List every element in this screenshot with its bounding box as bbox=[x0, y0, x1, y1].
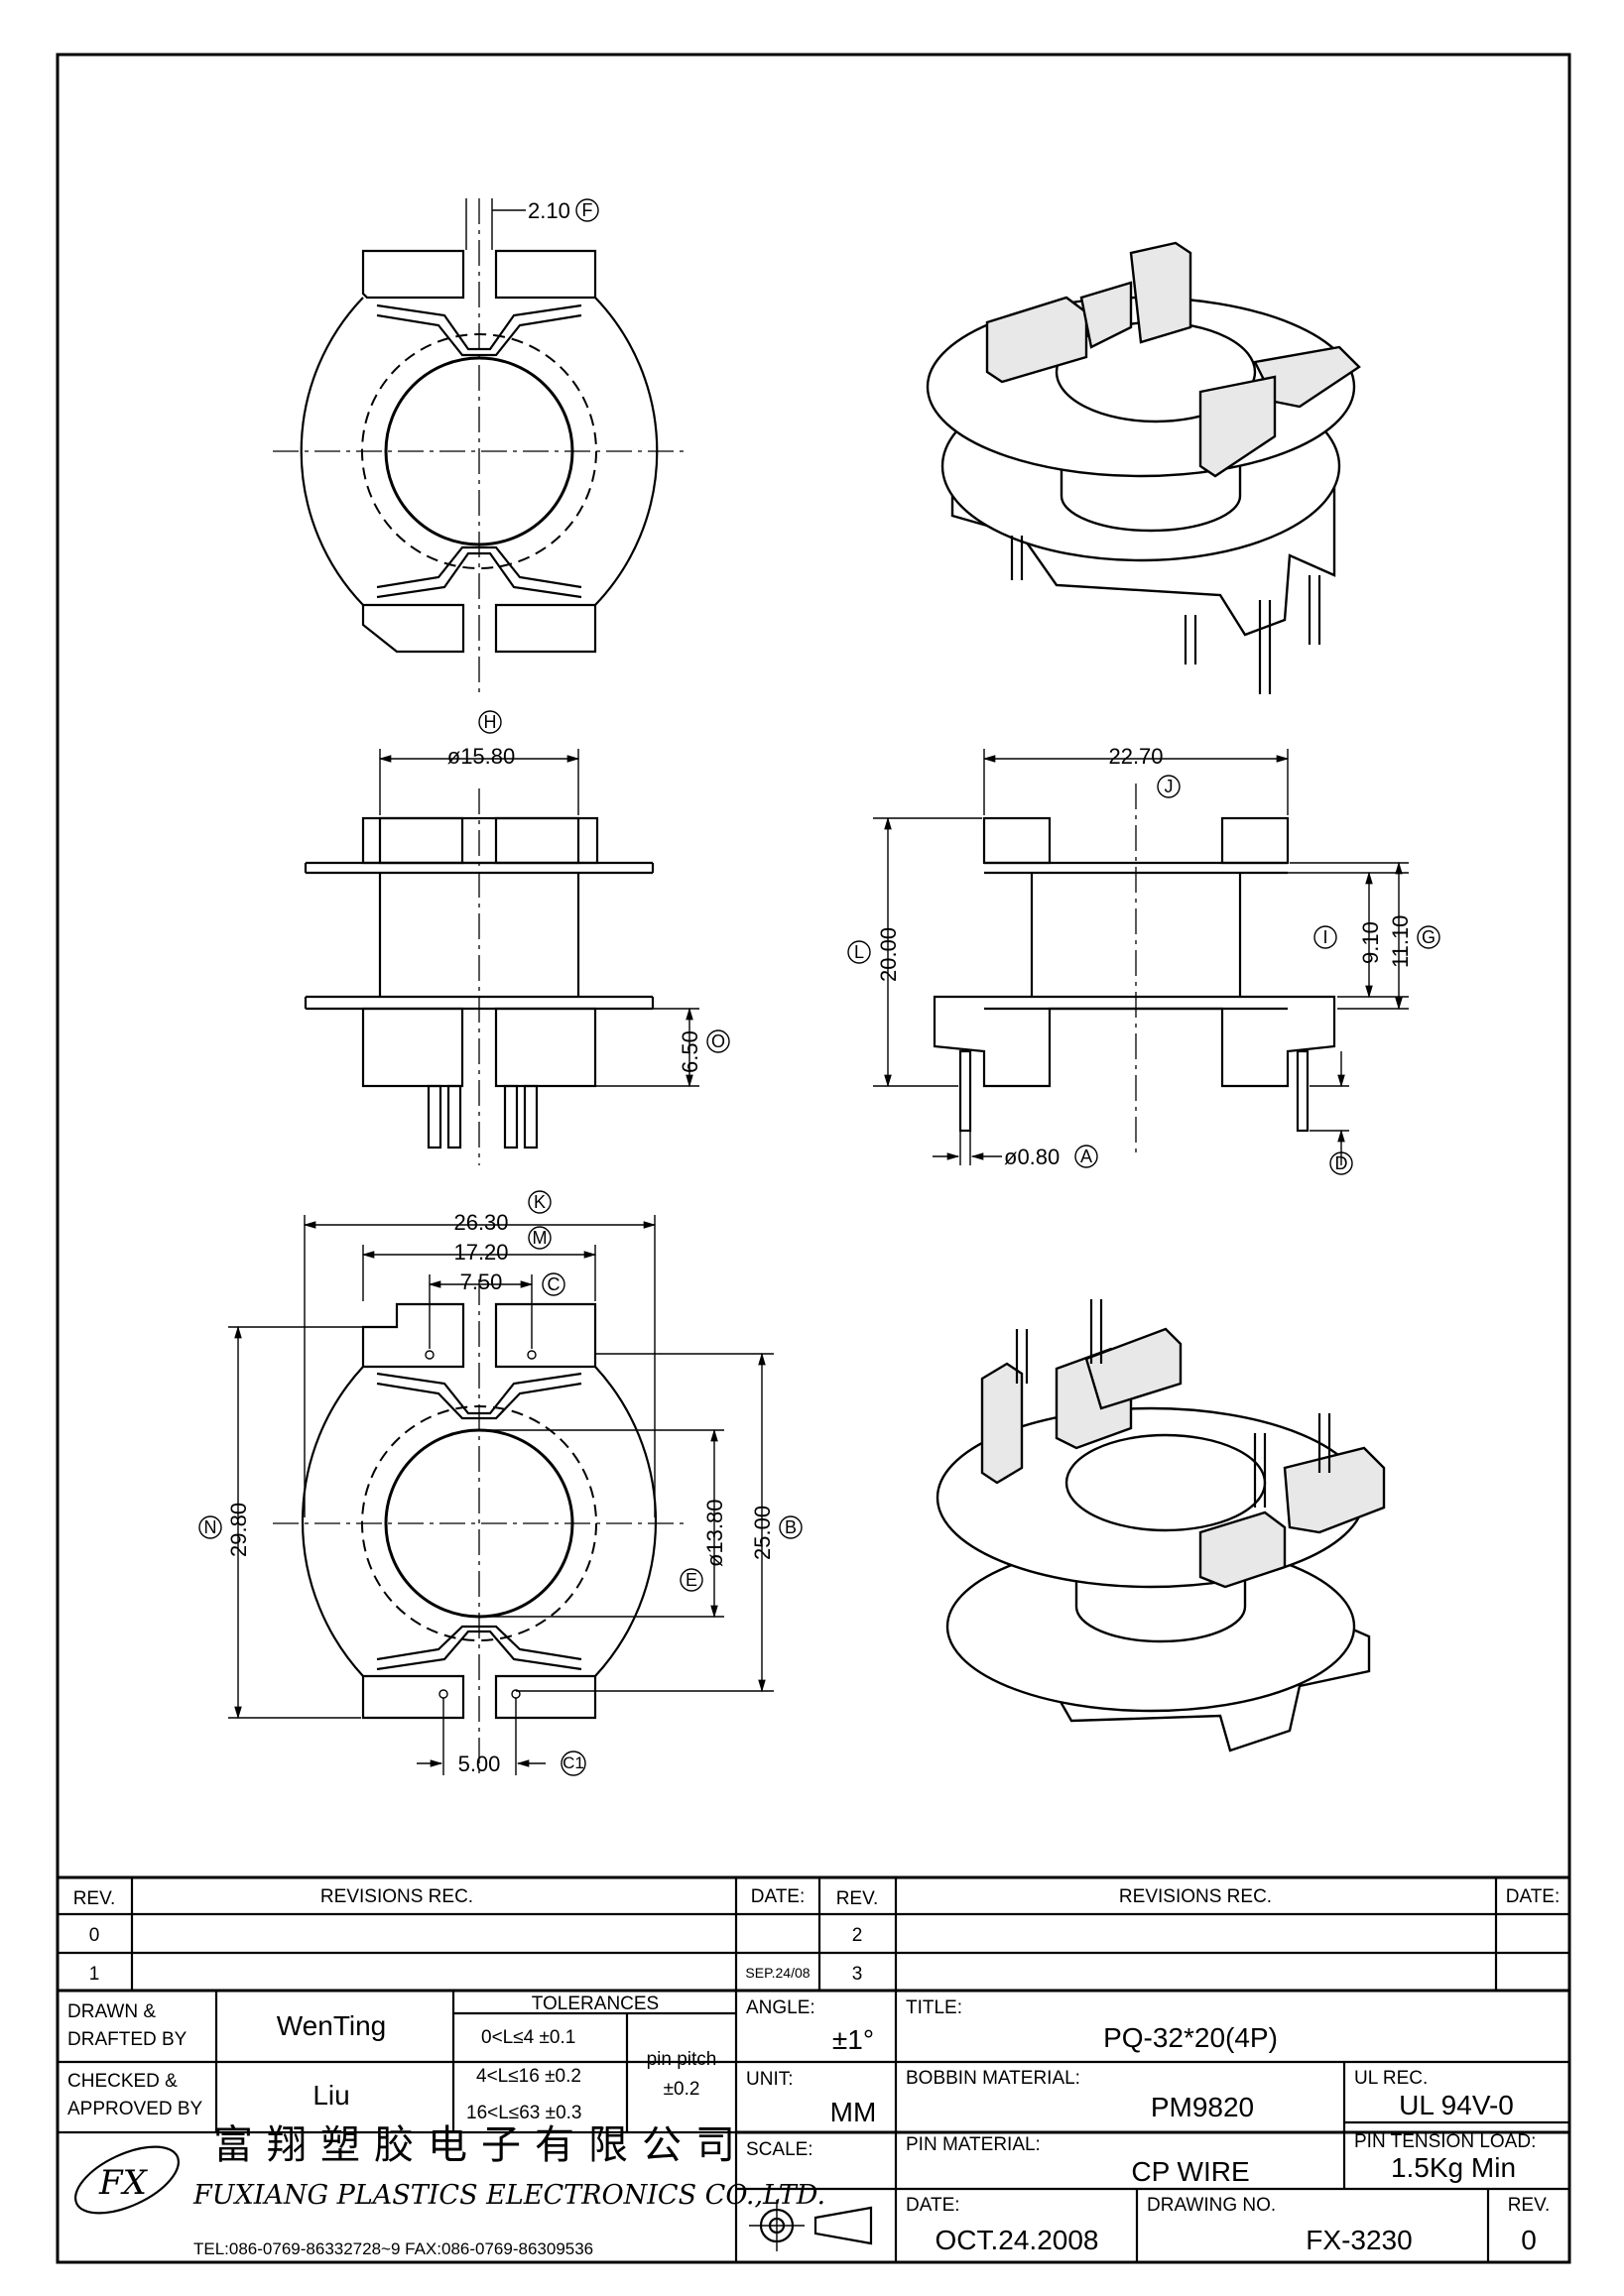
dim-o: 6.50 bbox=[678, 1030, 702, 1073]
pin-tension-label: PIN TENSION LOAD: bbox=[1354, 2131, 1536, 2152]
marker-g: G bbox=[1422, 927, 1436, 947]
tolerance-2: 4<L≤16 ±0.2 bbox=[476, 2066, 581, 2087]
drawn-label-1: DRAWN & bbox=[67, 2001, 156, 2022]
marker-e: E bbox=[686, 1570, 697, 1590]
dim-top-gap: 2.10 bbox=[528, 198, 570, 223]
pin-tension-value: 1.5Kg Min bbox=[1391, 2152, 1516, 2183]
date-header-left: DATE: bbox=[751, 1886, 806, 1907]
dim-l: 20.00 bbox=[876, 927, 901, 982]
rev-row-1: 1 bbox=[89, 1964, 100, 1985]
dim-c: 7.50 bbox=[460, 1269, 503, 1294]
drawing-title: PQ-32*20(4P) bbox=[1103, 2022, 1278, 2053]
revisions-header-right: REVISIONS REC. bbox=[1119, 1886, 1272, 1907]
drawing-no-value: FX-3230 bbox=[1306, 2225, 1412, 2255]
dim-flange-dia: ø15.80 bbox=[447, 744, 516, 769]
top-view: 2.10 F bbox=[273, 198, 687, 694]
marker-b: B bbox=[785, 1517, 797, 1537]
dim-m: 17.20 bbox=[453, 1240, 508, 1265]
rev-label: REV. bbox=[1508, 2195, 1551, 2216]
company-contact: TEL:086-0769-86332728~9 FAX:086-0769-863… bbox=[193, 2239, 593, 2258]
iso-view-top bbox=[926, 241, 1361, 694]
bobbin-material-label: BOBBIN MATERIAL: bbox=[906, 2068, 1080, 2089]
pin-material-value: CP WIRE bbox=[1131, 2156, 1249, 2187]
title-block: REV. REVISIONS REC. DATE: REV. REVISIONS… bbox=[58, 1875, 1569, 2262]
company-logo: FX bbox=[73, 2145, 181, 2215]
rev-row-0: 0 bbox=[89, 1925, 100, 1946]
scale-label: SCALE: bbox=[746, 2139, 813, 2160]
checked-label-1: CHECKED & bbox=[67, 2071, 178, 2092]
marker-f: F bbox=[582, 200, 593, 220]
angle-value: ±1° bbox=[832, 2024, 874, 2055]
marker-m: M bbox=[533, 1228, 548, 1248]
revisions-header-left: REVISIONS REC. bbox=[320, 1886, 473, 1907]
dim-e: ø13.80 bbox=[702, 1500, 727, 1568]
drawn-by-value: WenTing bbox=[277, 2010, 387, 2041]
marker-i: I bbox=[1322, 927, 1327, 947]
marker-n: N bbox=[204, 1517, 217, 1537]
date-header-right: DATE: bbox=[1506, 1886, 1561, 1907]
marker-l: L bbox=[854, 942, 864, 962]
dim-b: 25.00 bbox=[750, 1506, 775, 1560]
marker-d: D bbox=[1335, 1153, 1348, 1173]
dim-c1: 5.00 bbox=[458, 1752, 501, 1776]
dim-k: 26.30 bbox=[453, 1210, 508, 1235]
drawing-no-label: DRAWING NO. bbox=[1147, 2195, 1276, 2216]
rev-value: 0 bbox=[1521, 2225, 1537, 2255]
drawn-label-2: DRAFTED BY bbox=[67, 2029, 187, 2050]
rev-header-left: REV. bbox=[73, 1888, 116, 1909]
rev-row-3: 3 bbox=[852, 1964, 863, 1985]
marker-k: K bbox=[534, 1192, 546, 1212]
iso-view-bottom bbox=[936, 1299, 1386, 1752]
date-label: DATE: bbox=[906, 2195, 960, 2216]
ul-rec-label: UL REC. bbox=[1354, 2068, 1428, 2089]
company-name-cn: 富翔塑胶电子有限公司 bbox=[213, 2122, 749, 2168]
pin-material-label: PIN MATERIAL: bbox=[906, 2134, 1041, 2155]
pin-pitch-value: ±0.2 bbox=[664, 2079, 700, 2100]
bottom-view: 26.30 K 17.20 M 7.50 C 29.80 N ø13.80 E … bbox=[198, 1190, 803, 1776]
unit-value: MM bbox=[830, 2097, 877, 2127]
dim-n: 29.80 bbox=[226, 1503, 251, 1557]
marker-a: A bbox=[1080, 1147, 1092, 1166]
marker-h: H bbox=[484, 712, 497, 732]
side-elevation: 22.70 J 20.00 L 9.10 11.10 I G ø0.80 A D bbox=[847, 744, 1440, 1175]
rev-date-1: SEP.24/08 bbox=[745, 1965, 810, 1981]
tolerance-1: 0<L≤4 ±0.1 bbox=[481, 2027, 575, 2048]
unit-label: UNIT: bbox=[746, 2069, 794, 2090]
angle-label: ANGLE: bbox=[746, 1997, 815, 2018]
sheet-border bbox=[56, 53, 1571, 2264]
checked-by-value: Liu bbox=[312, 2080, 349, 2111]
checked-label-2: APPROVED BY bbox=[67, 2099, 203, 2119]
company-name-en: FUXIANG PLASTICS ELECTRONICS CO.,LTD. bbox=[192, 2180, 825, 2211]
dim-i: 9.10 bbox=[1358, 921, 1383, 964]
marker-o: O bbox=[711, 1031, 725, 1051]
dim-g: 11.10 bbox=[1388, 915, 1413, 968]
dim-j: 22.70 bbox=[1108, 744, 1163, 769]
tolerances-header: TOLERANCES bbox=[532, 1994, 659, 2014]
marker-j: J bbox=[1165, 777, 1174, 796]
rev-header-right: REV. bbox=[836, 1888, 879, 1909]
dim-pin-dia: ø0.80 bbox=[1004, 1145, 1060, 1169]
ul-rec-value: UL 94V-0 bbox=[1399, 2090, 1514, 2120]
front-elevation: ø15.80 H 6.50 O bbox=[304, 710, 730, 1165]
bobbin-material-value: PM9820 bbox=[1151, 2092, 1254, 2122]
title-label: TITLE: bbox=[906, 1997, 962, 2018]
marker-c1: C1 bbox=[562, 1753, 584, 1772]
pin-pitch-label: pin pitch bbox=[647, 2049, 717, 2070]
tolerance-3: 16<L≤63 ±0.3 bbox=[466, 2103, 581, 2123]
date-value: OCT.24.2008 bbox=[936, 2225, 1099, 2255]
marker-c: C bbox=[548, 1274, 561, 1294]
logo-text: FX bbox=[98, 2163, 149, 2203]
rev-row-2: 2 bbox=[852, 1925, 863, 1946]
